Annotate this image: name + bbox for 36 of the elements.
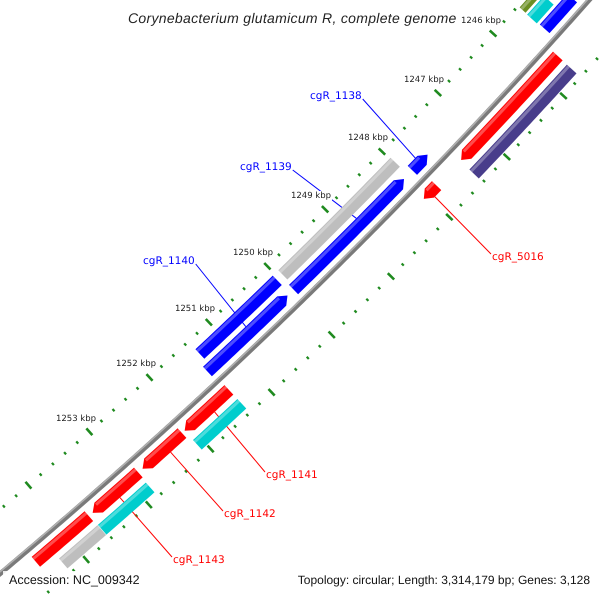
- gene-feature: [32, 511, 94, 567]
- gene-feature: [184, 385, 234, 431]
- gene-feature: [540, 0, 578, 34]
- gene-feature: [92, 468, 143, 513]
- leader-line: [362, 98, 416, 159]
- gene-label: cgR_1143: [173, 554, 225, 566]
- gene-feature: [520, 0, 538, 13]
- gene-feature: [193, 399, 246, 450]
- scale-label: 1251 kbp: [174, 304, 216, 314]
- scale-label: 1248 kbp: [346, 133, 390, 143]
- gene-label: cgR_5016: [492, 251, 544, 263]
- gene-feature: [527, 0, 554, 24]
- gene-feature: [469, 64, 576, 178]
- gene-label: cgR_1142: [224, 508, 276, 520]
- gene-feature: [59, 525, 106, 568]
- scale-label: 1249 kbp: [290, 191, 332, 201]
- gene-label: cgR_1138: [310, 90, 362, 102]
- scale-label: 1247 kbp: [402, 75, 446, 85]
- gene-feature: [289, 179, 404, 294]
- scale-label: 1250 kbp: [232, 248, 274, 258]
- gene-feature: [98, 482, 154, 535]
- gene-feature: [142, 428, 186, 469]
- scale-label: 1252 kbp: [114, 359, 158, 369]
- gene-feature: [424, 181, 442, 199]
- gene-feature: [408, 154, 428, 175]
- gene-label: cgR_1140: [143, 255, 195, 267]
- gene-label: cgR_1141: [266, 469, 318, 481]
- map-title: Corynebacterium glutamicum R, complete genome: [128, 10, 457, 26]
- genome-info-label: Topology: circular; Length: 3,314,179 bp; Genes: 3,128: [298, 573, 590, 587]
- gene-feature: [195, 276, 282, 359]
- leader-line: [434, 196, 492, 254]
- gene-feature: [461, 52, 563, 160]
- gene-label: cgR_1139: [240, 161, 292, 173]
- scale-label: 1246 kbp: [460, 16, 502, 26]
- leader-line: [170, 452, 224, 512]
- scale-label: 1253 kbp: [54, 414, 98, 424]
